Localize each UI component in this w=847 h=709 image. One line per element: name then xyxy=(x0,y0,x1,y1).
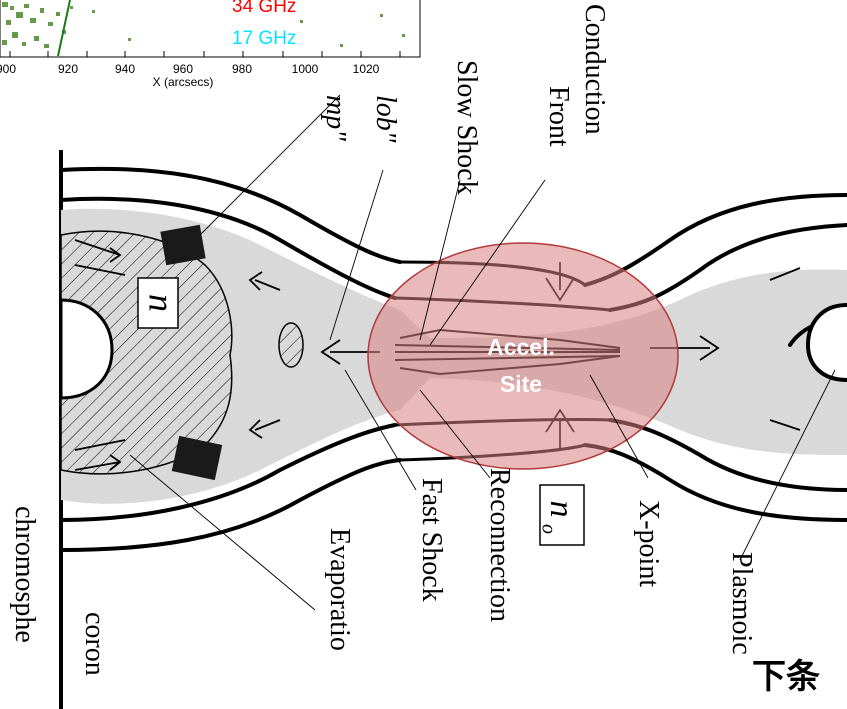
x-tick-label: 980 xyxy=(232,62,252,76)
x-tick-label: 920 xyxy=(58,62,78,76)
mp-label: mp" xyxy=(320,95,351,141)
x-tick-label: 940 xyxy=(115,62,135,76)
conduction-front-label-line2: Front xyxy=(543,86,574,147)
legend-34ghz: 34 GHz xyxy=(232,0,296,17)
fast-shock-label: Fast Shock xyxy=(416,478,447,602)
x-point-label: X-point xyxy=(633,500,664,587)
x-tick-label: 1000 xyxy=(292,62,319,76)
legend-17ghz: 17 GHz xyxy=(232,28,296,49)
corona-label: coron xyxy=(79,612,110,676)
plasmoid-label: Plasmoic xyxy=(726,552,757,655)
x-tick-label: 960 xyxy=(173,62,193,76)
cjk-caption: 下条 xyxy=(752,658,820,696)
evaporation-label: Evaporatio xyxy=(324,528,355,651)
inset-x-axis-label: X (arcsecs) xyxy=(153,75,214,89)
x-tick-label: 1020 xyxy=(353,62,380,76)
conduction-front-label: Conduction xyxy=(579,4,610,135)
accel-site-label: Accel. xyxy=(487,334,555,360)
lob-label: lob" xyxy=(370,95,401,143)
loop-top-source xyxy=(279,323,303,367)
n0-label: n xyxy=(543,501,580,518)
x-tick-label: 900 xyxy=(0,62,16,76)
accel-site-label-line2: Site xyxy=(500,371,542,397)
inset-radio-map: 34 GHz 17 GHz 900 920 940 960 980 1000 1… xyxy=(0,0,420,89)
chromosphere-label: chromosphe xyxy=(9,506,40,643)
n0-subscript: o xyxy=(537,524,559,534)
slow-shock-label: Slow Shock xyxy=(451,60,482,195)
evaporation-block-top xyxy=(160,225,205,265)
n-label: n xyxy=(142,294,182,312)
reconnection-label: Reconnection xyxy=(484,468,515,622)
